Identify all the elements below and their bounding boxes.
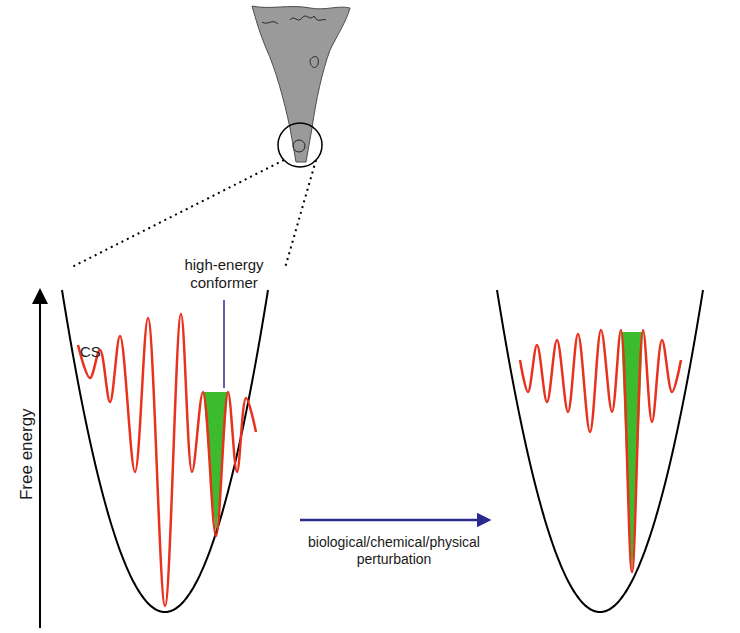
zoom-line [70, 160, 284, 268]
axis-label: Free energy [17, 379, 37, 529]
folding-funnel [252, 6, 350, 162]
free-energy-axis [39, 296, 41, 628]
folded-protein-blob [293, 140, 305, 152]
funnel-texture [262, 16, 326, 67]
conformational-substates [78, 314, 256, 606]
zoom-line [285, 160, 316, 268]
leader-line [223, 300, 225, 388]
landscape-envelope [62, 290, 268, 612]
perturbation-arrow [300, 519, 484, 522]
arrow-label: biological/chemical/physical perturbatio… [298, 534, 490, 568]
state-label: CS [80, 343, 120, 361]
landscape-envelope [497, 290, 703, 612]
callout-label: high-energy conformer [172, 256, 276, 292]
conformational-substates [520, 330, 681, 572]
